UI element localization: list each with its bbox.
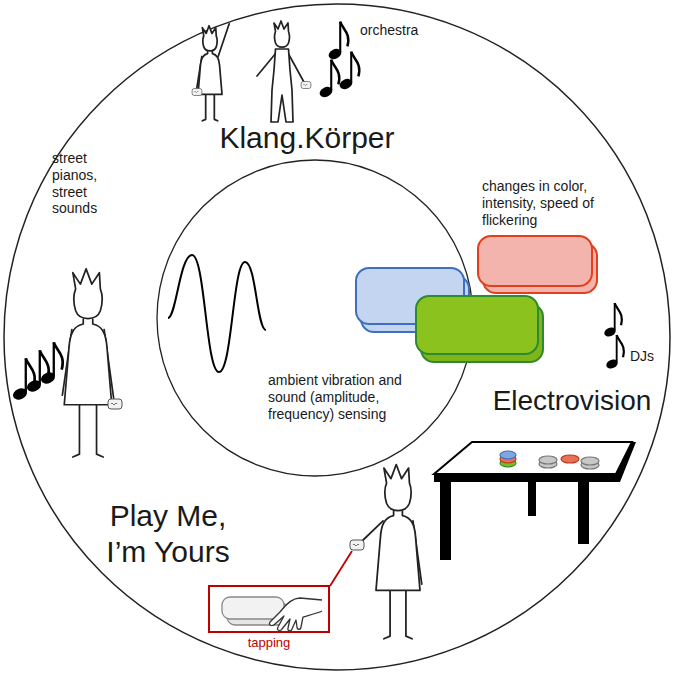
light-pucks	[539, 456, 557, 464]
dj-table	[434, 442, 636, 560]
dancer-figure	[202, 26, 217, 51]
music-notes	[25, 350, 49, 394]
wrist-sensor	[192, 89, 202, 96]
dj-table	[578, 482, 589, 544]
light-pucks	[581, 457, 599, 465]
visitor-figure	[73, 269, 102, 319]
dj-table	[434, 474, 616, 482]
context-note: street pianos, street sounds	[52, 150, 116, 217]
sensing-note: ambient vibration and sound (amplitude, …	[268, 372, 426, 422]
output-note: changes in color, intensity, speed of fl…	[482, 178, 622, 228]
tapping-illustration	[222, 597, 322, 631]
dancer-figure	[271, 49, 293, 122]
light-pucks	[561, 455, 579, 463]
visitor-figure	[361, 465, 422, 639]
leader-line	[330, 551, 352, 586]
wrist-sensor	[301, 82, 311, 89]
music-notes	[39, 342, 63, 386]
light-pucks	[500, 451, 516, 459]
wrist-sensor	[108, 399, 122, 409]
dancer-figure	[198, 51, 222, 94]
installation-title: Electrovision	[493, 384, 652, 418]
dj-table	[528, 478, 536, 516]
tapping-illustration	[222, 597, 284, 619]
visitor-figure	[73, 405, 103, 457]
ensemble-label: DJs	[630, 348, 654, 365]
sound-wave	[168, 255, 266, 372]
wrist-sensor	[192, 89, 202, 96]
music-notes	[605, 335, 624, 370]
light-objects	[416, 296, 538, 354]
music-notes	[318, 60, 339, 99]
dj-table	[440, 482, 451, 560]
dj-table	[616, 442, 636, 482]
visitor-figure	[384, 465, 411, 511]
inset-label: tapping	[208, 635, 330, 651]
installation-title: Klang.Körper	[219, 120, 394, 156]
dancer-figure	[257, 21, 305, 122]
music-notes	[603, 303, 622, 338]
visitor-figure	[376, 511, 420, 590]
light-pucks	[500, 451, 599, 469]
music-notes	[327, 22, 348, 61]
wrist-sensor	[108, 399, 122, 409]
wrist-sensor	[301, 82, 311, 89]
tapping-inset: tapping	[208, 585, 330, 651]
visitor-figure	[384, 590, 412, 638]
dancer-figure	[274, 21, 289, 47]
light-objects	[356, 236, 597, 362]
sound-wave	[168, 255, 266, 372]
wrist-sensor	[350, 540, 364, 550]
light-objects	[478, 236, 592, 286]
installation-title: Play Me, I’m Yours	[90, 498, 246, 570]
dancer-figure	[197, 24, 230, 121]
leader-line	[330, 551, 352, 586]
outer-circle	[4, 4, 670, 670]
dj-table	[434, 442, 632, 474]
tapping-illustration	[269, 598, 322, 631]
ensemble-label: orchestra	[360, 22, 418, 39]
dancer-figure	[202, 94, 217, 120]
wrist-sensor	[350, 540, 364, 550]
music-notes	[338, 52, 359, 91]
visitor-figure	[64, 319, 112, 405]
visitor-figure	[62, 269, 113, 457]
music-notes	[11, 358, 35, 402]
outer-circle	[4, 4, 670, 670]
inset-frame	[208, 585, 330, 633]
dancer-figure	[218, 24, 229, 57]
